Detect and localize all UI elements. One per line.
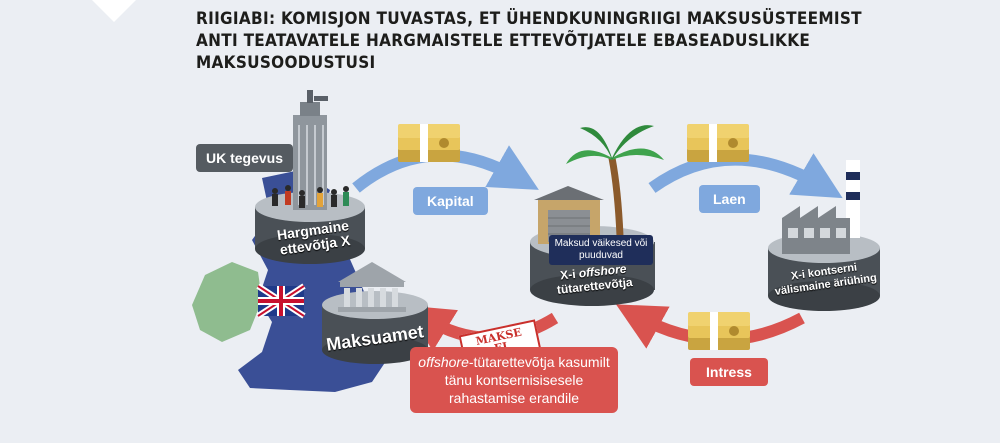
- tower-icon: [293, 90, 328, 210]
- loan-arrow: [648, 153, 843, 199]
- money-stack-icon: [398, 124, 460, 162]
- corner-tab: [92, 0, 136, 22]
- capital-label: Kapital: [413, 187, 488, 215]
- classical-building-icon: [338, 262, 406, 312]
- people-icon: [272, 185, 349, 208]
- money-stack-icon: [687, 124, 749, 162]
- loan-label: Laen: [699, 185, 760, 213]
- palm-tree-icon: [566, 125, 664, 237]
- money-stack-icon: [688, 312, 750, 350]
- uk-activity-label: UK tegevus: [196, 144, 294, 172]
- note-text: -tütarettevõtja kasumilt tänu kontsernis…: [444, 354, 610, 406]
- parent-company-drum: [255, 192, 365, 264]
- tax-exemption-note: offshore-tütarettevõtja kasumilt tänu ko…: [410, 347, 618, 413]
- page-title: RIIGIABI: KOMISJON TUVASTAS, ET ÜHENDKUN…: [196, 9, 862, 73]
- uk-flag-icon: [256, 283, 306, 319]
- ireland-map: [192, 262, 262, 342]
- taxes-low-badge: Maksud väikesed või puuduvad: [549, 235, 653, 265]
- note-offshore: offshore: [418, 354, 469, 370]
- interest-label: Intress: [690, 358, 768, 386]
- factory-icon: [782, 160, 860, 254]
